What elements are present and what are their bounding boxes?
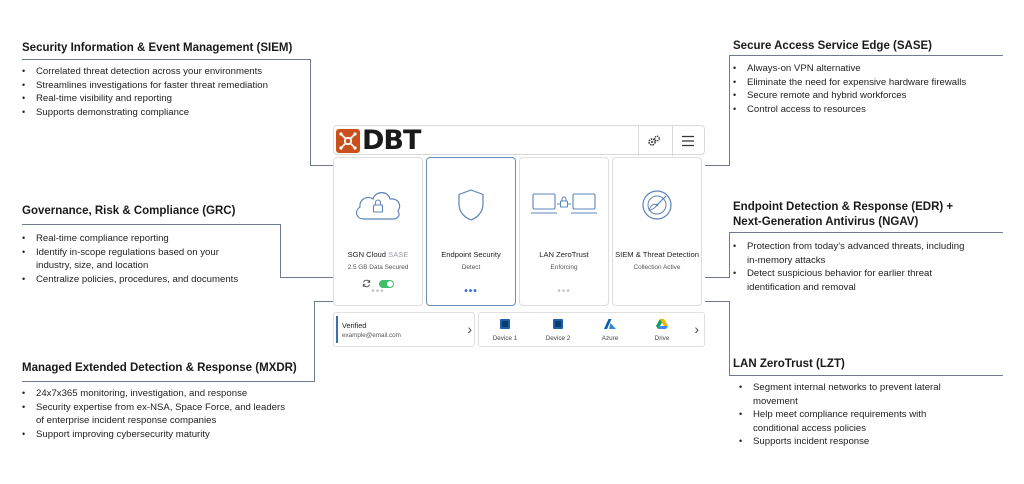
siem-item: Streamlines investigations for faster th… [22, 79, 312, 93]
shield-icon [458, 189, 484, 221]
account-panel[interactable]: Verified example@email.com › [333, 312, 475, 347]
edr-item: Detect suspicious behavior for earlier t… [733, 267, 972, 294]
card-lan-zerotrust[interactable]: LAN ZeroTrust Enforcing ••• [519, 157, 609, 306]
device-icon [500, 319, 510, 329]
device-item[interactable]: Drive [642, 318, 682, 342]
edr-callout: Endpoint Detection & Response (EDR) + Ne… [733, 200, 983, 294]
card-subtitle: Enforcing [550, 264, 578, 271]
device-item[interactable]: Device 1 [485, 318, 525, 342]
sase-title: Secure Access Service Edge (SASE) [733, 40, 933, 52]
chevron-right-icon[interactable]: › [467, 321, 472, 337]
card-endpoint-security[interactable]: Endpoint Security Detect ••• [426, 157, 516, 306]
lzt-item: Segment internal networks to prevent lat… [739, 381, 948, 408]
hamburger-icon [681, 135, 694, 147]
mxdr-item: Security expertise from ex-NSA, Space Fo… [22, 401, 291, 428]
lzt-title: LAN ZeroTrust (LZT) [733, 358, 845, 370]
lzt-callout: LAN ZeroTrust (LZT) Segment internal net… [733, 357, 993, 449]
sase-item: Eliminate the need for expensive hardwar… [733, 76, 1013, 90]
chevron-right-icon[interactable]: › [694, 321, 699, 337]
card-siem-threat-detection[interactable]: SIEM & Threat Detection Collection Activ… [612, 157, 702, 306]
radar-icon [642, 190, 672, 220]
drive-icon [656, 319, 668, 329]
card-title: LAN ZeroTrust [539, 250, 589, 259]
grc-title: Governance, Risk & Compliance (GRC) [22, 205, 236, 217]
card-more-dots[interactable]: ••• [557, 286, 571, 297]
azure-icon [604, 319, 616, 329]
mxdr-item: 24x7x365 monitoring, investigation, and … [22, 387, 312, 401]
card-sgn-cloud[interactable]: SGN Cloud SASE 2.5 GB Data Secured ••• [333, 157, 423, 306]
grc-item: Centralize policies, procedures, and doc… [22, 273, 272, 287]
card-subtitle: Collection Active [633, 264, 681, 271]
device-item[interactable]: Azure [590, 318, 630, 342]
sase-callout: Secure Access Service Edge (SASE) Always… [733, 39, 1013, 116]
account-accent-bar [336, 316, 338, 343]
network-lock-icon [531, 193, 597, 214]
sase-item: Always-on VPN alternative [733, 62, 1013, 76]
card-title: Endpoint Security [441, 250, 501, 259]
siem-item: Supports demonstrating compliance [22, 106, 312, 120]
sase-item: Control access to resources [733, 103, 1013, 117]
mxdr-title: Managed Extended Detection & Response (M… [22, 362, 297, 374]
siem-item: Real-time visibility and reporting [22, 92, 312, 106]
card-more-dots[interactable]: ••• [371, 286, 385, 297]
siem-item: Correlated threat detection across your … [22, 65, 312, 79]
grc-callout: Governance, Risk & Compliance (GRC) Real… [22, 204, 272, 286]
edr-item: Protection from today’s advanced threats… [733, 240, 972, 267]
menu-button[interactable] [672, 126, 702, 156]
cloud-lock-icon [355, 192, 401, 220]
logo-mark-icon [336, 129, 360, 153]
edr-title: Endpoint Detection & Response (EDR) + Ne… [733, 201, 954, 228]
siem-callout: Security Information & Event Management … [22, 41, 312, 119]
account-status: Verified [342, 321, 367, 330]
gears-icon [647, 135, 660, 146]
app-window: DBT SGN Cloud SASE 2.5 GB Data [333, 125, 705, 347]
device-item[interactable]: Device 2 [538, 318, 578, 342]
siem-title: Security Information & Event Management … [22, 42, 293, 54]
logo: DBT [336, 125, 421, 156]
top-bar: DBT [333, 125, 705, 156]
card-title: SIEM & Threat Detection [615, 250, 699, 259]
settings-button[interactable] [638, 126, 668, 156]
refresh-icon[interactable] [362, 279, 371, 288]
sase-item: Secure remote and hybrid workforces [733, 89, 1013, 103]
grc-item: Real-time compliance reporting [22, 232, 272, 246]
device-label: Drive [654, 335, 670, 342]
devices-panel: Device 1 Device 2 Azure Drive › [478, 312, 705, 347]
device-label: Device 2 [545, 335, 571, 342]
sase-toggle[interactable] [379, 279, 394, 288]
mxdr-callout: Managed Extended Detection & Response (M… [22, 361, 312, 441]
device-icon [553, 319, 563, 329]
device-label: Device 1 [492, 335, 518, 342]
grc-item: Identify in-scope regulations based on y… [22, 246, 241, 273]
lzt-item: Supports incident response [739, 435, 993, 449]
card-subtitle: 2.5 GB Data Secured [347, 264, 409, 271]
device-label: Azure [601, 335, 619, 342]
lzt-item: Help meet compliance requirements with c… [739, 408, 968, 435]
card-subtitle: Detect [461, 264, 481, 271]
account-email: example@email.com [342, 332, 401, 339]
card-title: SGN Cloud SASE [347, 250, 409, 259]
mxdr-item: Support improving cybersecurity maturity [22, 428, 312, 442]
logo-text: DBT [362, 125, 421, 156]
card-more-dots[interactable]: ••• [464, 286, 478, 297]
